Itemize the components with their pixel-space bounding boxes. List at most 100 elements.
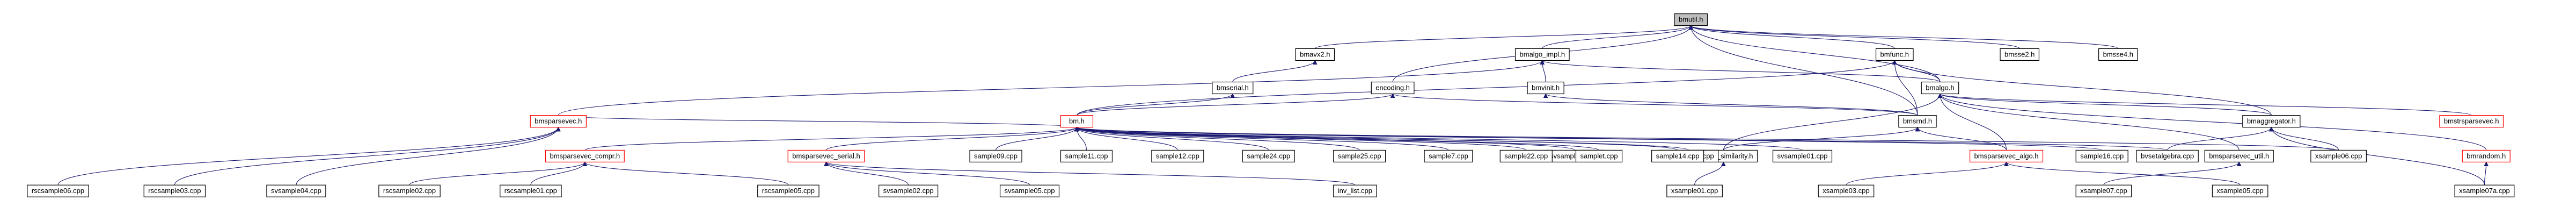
node-box [1818, 184, 1875, 197]
edge-sample22-to-bm [1074, 126, 1527, 151]
node-box [1212, 81, 1254, 95]
node-xsample03[interactable]: xsample03.cpp [1818, 184, 1875, 197]
node-label: rscsample02.cpp [383, 187, 436, 195]
edge-rscsample01-to-bmsparsevec_compr [530, 161, 588, 186]
node-bmsse2[interactable]: bmsse2.h [2000, 48, 2040, 61]
node-box [1242, 149, 1295, 162]
edge-bmsrnd-to-bmfunc [1892, 60, 1918, 116]
node-xsample07a[interactable]: xsample07a.cpp [2454, 184, 2515, 197]
node-xsample07[interactable]: xsample07.cpp [2075, 184, 2132, 197]
node-bm[interactable]: bm.h [1060, 115, 1094, 128]
node-bmserial[interactable]: bmserial.h [1212, 81, 1254, 95]
node-rscsample01[interactable]: rscsample01.cpp [500, 184, 562, 197]
node-bmavx2[interactable]: bmavx2.h [1295, 48, 1335, 61]
edge-svsample04b-to-bmsparsevec [296, 126, 561, 186]
node-svsample04b[interactable]: svsample04.cpp [266, 184, 326, 197]
node-label: bmserial.h [1217, 84, 1249, 92]
node-sample25[interactable]: sample25.cpp [1333, 149, 1386, 162]
node-bvsetalgebra[interactable]: bvsetalgebra.cpp [2136, 149, 2199, 162]
node-bmsparsevec_serial[interactable]: bmsparsevec_serial.h [787, 149, 865, 162]
node-bmvinit[interactable]: bmvinit.h [1527, 81, 1564, 95]
node-sample16[interactable]: sample16.cpp [2075, 149, 2128, 162]
node-box [1499, 149, 1553, 162]
node-bmsparsevec[interactable]: bmsparsevec.h [530, 115, 587, 128]
node-label: rscsample03.cpp [148, 187, 201, 195]
edge-rscsample05-to-bmsparsevec_compr [582, 161, 789, 186]
node-box [27, 184, 89, 197]
node-sample12[interactable]: sample12.cpp [1151, 149, 1204, 162]
node-label: xsample07a.cpp [2459, 187, 2510, 195]
edge-bmalgo-to-bmutil [1688, 25, 1941, 82]
edge-bvsetalgebra-to-bm [1074, 126, 2168, 151]
node-bmalgo[interactable]: bmalgo.h [1921, 81, 1959, 95]
node-label: bmstrsparsevec.h [2444, 117, 2499, 125]
node-bmsse4[interactable]: bmsse4.h [2098, 48, 2138, 61]
node-label: xsample03.cpp [1823, 187, 1869, 195]
node-svsample01[interactable]: svsample01.cpp [1772, 149, 1833, 162]
node-svsample02[interactable]: svsample02.cpp [879, 184, 939, 197]
node-rscsample02[interactable]: rscsample02.cpp [378, 184, 441, 197]
node-box [1333, 149, 1386, 162]
node-bmfunc[interactable]: bmfunc.h [1875, 48, 1914, 61]
edge-bmaggregator-to-bmalgo [1937, 93, 2272, 116]
node-label: svsample05.cpp [1005, 187, 1055, 195]
node-sample14[interactable]: sample14.cpp [1651, 149, 1704, 162]
node-label: sample24.cpp [1247, 152, 1290, 160]
node-label: bmsparsevec_util.h [2209, 152, 2269, 160]
node-bmsparsevec_algo[interactable]: bmsparsevec_algo.h [1969, 149, 2044, 162]
node-bmalgo_impl[interactable]: bmalgo_impl.h [1514, 48, 1570, 61]
node-label: bmutil.h [1679, 16, 1703, 24]
node-bmutil[interactable]: bmutil.h [1674, 13, 1708, 26]
node-sample11[interactable]: sample11.cpp [1060, 149, 1113, 162]
node-sample22[interactable]: sample22.cpp [1499, 149, 1553, 162]
node-svsample05[interactable]: svsample05.cpp [999, 184, 1060, 197]
node-rscsample03[interactable]: rscsample03.cpp [143, 184, 206, 197]
node-label: bmsparsevec.h [535, 117, 582, 125]
node-label: bmalgo_impl.h [1520, 50, 1565, 58]
node-inv_list[interactable]: inv_list.cpp [1333, 184, 1377, 197]
edge-sample12-to-bm [1074, 126, 1178, 151]
node-xsample06[interactable]: xsample06.cpp [2310, 149, 2367, 162]
node-label: bmsparsevec_compr.h [550, 152, 620, 160]
node-samplet[interactable]: samplet.cpp [1575, 149, 1623, 162]
node-bmaggregator[interactable]: bmaggregator.h [2242, 115, 2301, 128]
node-xsample01[interactable]: xsample01.cpp [1666, 184, 1723, 197]
node-sample24[interactable]: sample24.cpp [1242, 149, 1295, 162]
node-box [1651, 149, 1704, 162]
edge-xsample07-to-bmsparsevec_util [2103, 161, 2242, 186]
node-xsample05[interactable]: xsample05.cpp [2212, 184, 2268, 197]
node-rscsample06[interactable]: rscsample06.cpp [27, 184, 89, 197]
node-box [1514, 48, 1570, 61]
node-bmsrnd[interactable]: bmsrnd.h [1898, 115, 1937, 128]
edge-bmstrsparsevec-to-bmalgo [1937, 93, 2472, 116]
edge-bmsse2-to-bmutil [1688, 25, 2020, 49]
edge-xsample07a-to-bmrandom [2484, 161, 2489, 186]
edge-sample09-to-bm [995, 126, 1079, 151]
edge-bmalgo-to-bmalgo_impl [1540, 60, 1941, 82]
node-label: xsample06.cpp [2315, 152, 2362, 160]
node-bmstrsparsevec[interactable]: bmstrsparsevec.h [2439, 115, 2504, 128]
node-box [500, 184, 562, 197]
node-label: bm.h [1069, 117, 1085, 125]
node-label: bmvinit.h [1532, 84, 1560, 92]
node-box [2204, 149, 2274, 162]
node-box [1898, 115, 1937, 128]
node-rscsample05[interactable]: rscsample05.cpp [757, 184, 819, 197]
node-bmrandom[interactable]: bmrandom.h [2462, 149, 2511, 162]
edge-sample11-to-bm [1074, 126, 1087, 151]
node-bmsparsevec_util[interactable]: bmsparsevec_util.h [2204, 149, 2274, 162]
node-label: bvsetalgebra.cpp [2141, 152, 2194, 160]
node-box [143, 184, 206, 197]
node-label: bmalgo.h [1926, 84, 1954, 92]
node-encoding[interactable]: encoding.h [1371, 81, 1415, 95]
edge-xsample06-to-bm [1074, 126, 2339, 151]
edge-xsample05-to-bmsparsevec_algo [2004, 161, 2241, 186]
node-box [1921, 81, 1959, 95]
node-label: svsample02.cpp [883, 187, 934, 195]
node-label: bmfunc.h [1880, 50, 1909, 58]
node-sample09[interactable]: sample09.cpp [969, 149, 1022, 162]
node-label: svsample04.cpp [271, 187, 321, 195]
node-bmsparsevec_compr[interactable]: bmsparsevec_compr.h [545, 149, 625, 162]
node-sample7[interactable]: sample7.cpp [1424, 149, 1473, 162]
node-label: sample22.cpp [1504, 152, 1548, 160]
